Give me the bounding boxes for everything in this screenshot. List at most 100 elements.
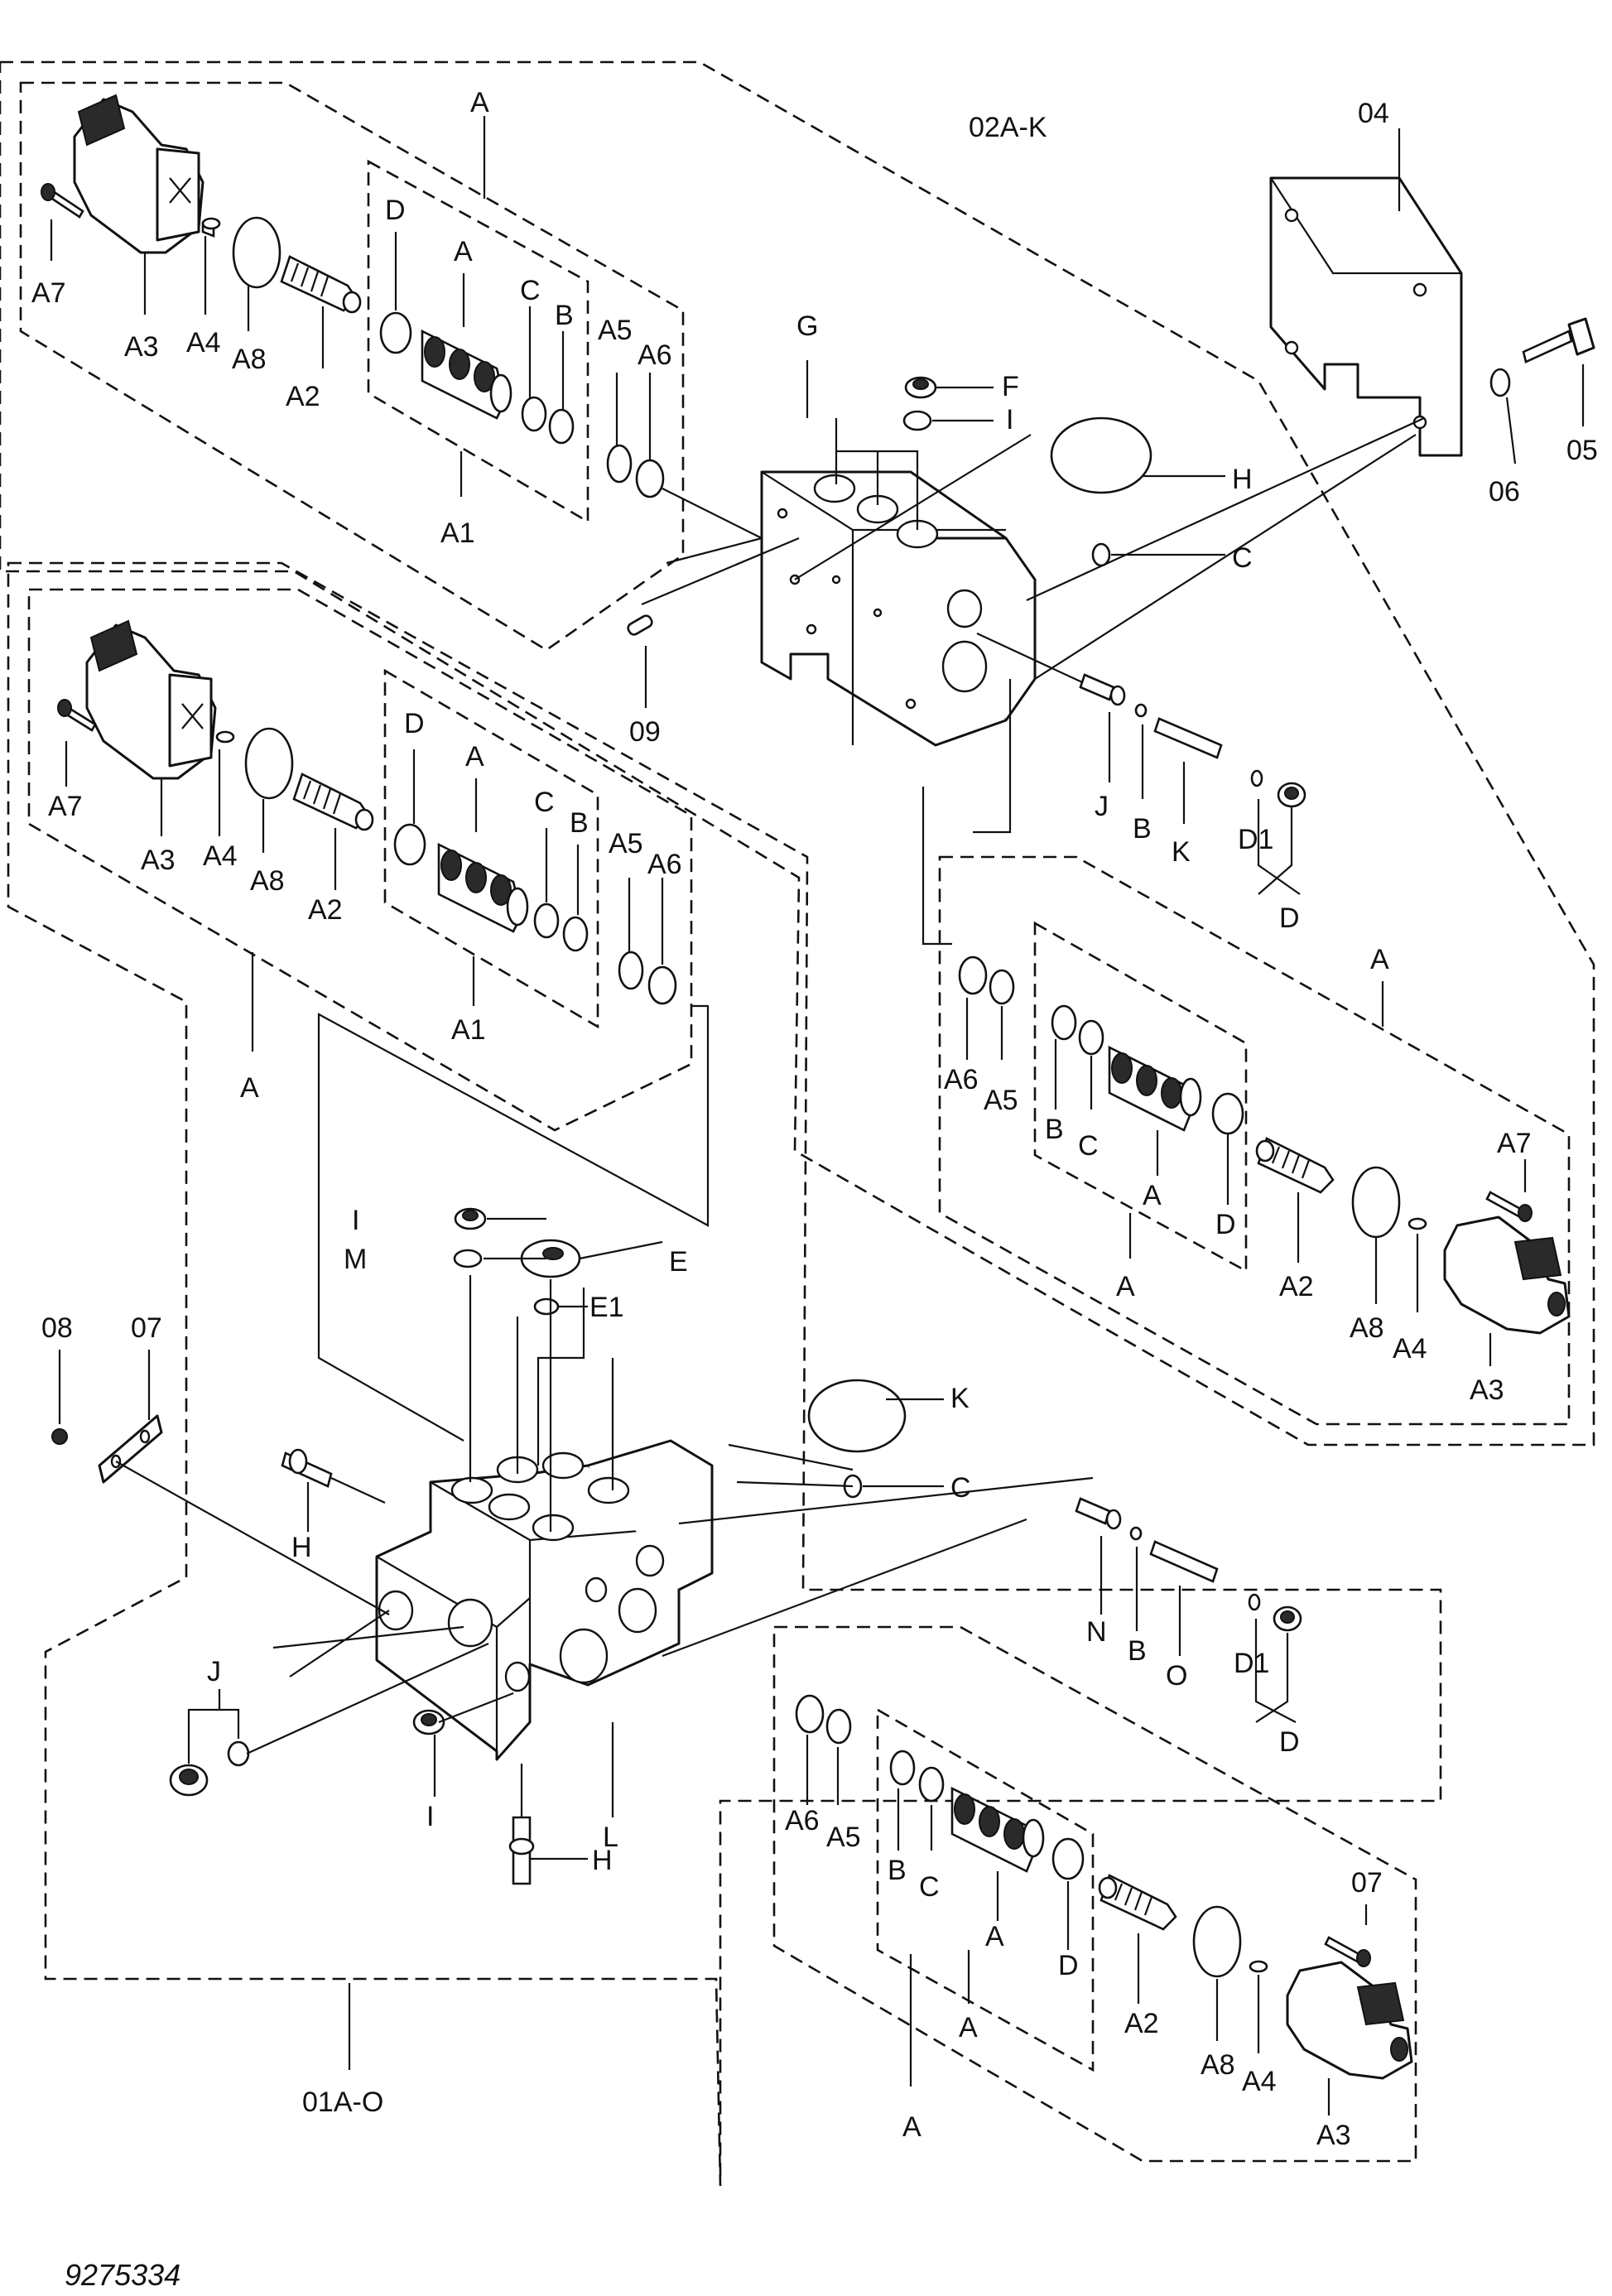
label-d-bottom-r: D [1058, 1950, 1079, 1981]
washer-part-a5-mid-left [618, 951, 644, 990]
label-d1-bottom: D1 [1234, 1648, 1269, 1679]
label-c-right: C [1078, 1130, 1099, 1162]
spool-part-a2-right [1255, 1137, 1335, 1194]
label-c-top: C [1232, 542, 1253, 574]
drawing-number: 9275334 [65, 2258, 180, 2292]
label-l: L [603, 1822, 618, 1853]
oring-part-a8-bottom [1192, 1905, 1242, 1978]
label-h-left: H [291, 1532, 312, 1563]
oring-part-e1 [533, 1297, 560, 1316]
oring-part-a8-mid-left [244, 727, 294, 800]
label-a-top-left-outer: A [470, 87, 489, 118]
oring-part-d1-top [1250, 769, 1263, 787]
washer-part-a6-right [958, 955, 988, 995]
sleeve-part-a-top-left [421, 329, 512, 420]
label-a5-right: A5 [984, 1085, 1018, 1116]
label-d-top: D [1279, 903, 1300, 934]
solenoid-assembly-top-left [41, 94, 215, 254]
solenoid-assembly-mid-left [57, 619, 217, 780]
label-b-bottom-r: B [888, 1855, 907, 1886]
label-a1-top-left: A1 [440, 517, 475, 549]
subassembly-box-a1-bottom [876, 1707, 1095, 2072]
fitting-part-h-left [281, 1448, 333, 1488]
label-c-bottom: C [950, 1472, 971, 1504]
washer-part-a5-bottom [825, 1708, 852, 1745]
shaft-part-k-top [1153, 717, 1223, 759]
label-a4-top-left: A4 [186, 327, 221, 359]
label-b-top: B [1133, 813, 1152, 845]
screw-part-08 [51, 1428, 68, 1445]
label-b-right: B [1045, 1114, 1064, 1145]
label-a7-mid-left: A7 [48, 791, 83, 822]
label-a7-right: A7 [1497, 1128, 1532, 1159]
oring-part-d-top-left [379, 311, 412, 354]
label-01a-o: 01A-O [302, 2087, 383, 2118]
cover-plate-part-04 [1269, 176, 1463, 457]
label-e1: E1 [589, 1292, 624, 1323]
washer-part-a5-top-left [606, 444, 633, 484]
label-a1-mid-left: A1 [451, 1014, 486, 1046]
label-a4-right: A4 [1393, 1333, 1427, 1365]
plug-part-d-top [1277, 782, 1306, 808]
label-a-mid-left-inner: A [465, 741, 484, 773]
seal-part-m [453, 1249, 483, 1268]
label-a4-bottom: A4 [1242, 2066, 1277, 2097]
washer-part-a5-right [989, 969, 1015, 1005]
label-part-07: 07 [131, 1312, 162, 1344]
spring-part-a4-bottom [1249, 1960, 1268, 1973]
oring-part-c-top [1091, 542, 1111, 567]
label-a-bottom-inner: A [985, 1921, 1004, 1952]
oring-part-d-mid-left [393, 823, 426, 866]
spool-part-a2-bottom [1098, 1874, 1177, 1931]
label-a2-right: A2 [1279, 1271, 1314, 1302]
washer-part-a6-mid-left [647, 965, 677, 1005]
label-a3-right: A3 [1470, 1374, 1504, 1406]
subassembly-box-a-top-left [19, 81, 685, 652]
label-a7-top-left: A7 [31, 277, 66, 309]
valve-block-01a-o [375, 1439, 714, 1761]
valve-block-02a-k [760, 470, 1037, 747]
label-h-top: H [1232, 464, 1253, 495]
plug-part-i-bottom [412, 1709, 445, 1735]
subassembly-box-a-right [938, 855, 1571, 1426]
label-a-right-outer: A [1370, 944, 1389, 975]
plate-part-07 [98, 1414, 163, 1484]
oring-part-c-top-left [521, 396, 547, 432]
label-a6-mid-left: A6 [647, 849, 682, 880]
label-a8-mid-left: A8 [250, 865, 285, 897]
shaft-part-o [1149, 1540, 1219, 1583]
label-a8-right: A8 [1350, 1312, 1384, 1344]
label-d-top-left: D [385, 195, 406, 226]
label-d-right: D [1215, 1209, 1236, 1240]
oring-part-b-bottom [889, 1750, 916, 1786]
label-a1-right: A [1116, 1271, 1135, 1302]
label-c-bottom-r: C [919, 1871, 940, 1903]
label-c-mid-left: C [534, 787, 555, 818]
oring-part-d1-bottom [1248, 1593, 1261, 1611]
label-d1-top: D1 [1238, 824, 1273, 855]
label-d-bottom: D [1279, 1726, 1300, 1758]
connector-part-j-top [1079, 673, 1126, 706]
label-a3-top-left: A3 [124, 331, 159, 363]
oring-part-c-mid-left [533, 903, 560, 939]
label-a-right-inner: A [1143, 1180, 1162, 1211]
oring-part-c-bottom-r [918, 1766, 945, 1803]
label-k-top: K [1172, 836, 1191, 868]
label-a5-bottom: A5 [826, 1822, 861, 1853]
label-a-mid-left-outer: A [240, 1072, 259, 1104]
ball-part-b-top [1134, 703, 1148, 718]
label-part-07-bottom-right: 07 [1351, 1867, 1383, 1899]
label-a3-mid-left: A3 [141, 845, 176, 876]
label-part-06: 06 [1489, 476, 1520, 508]
bolt-part-05 [1522, 317, 1595, 363]
connector-part-n [1075, 1497, 1122, 1530]
oring-part-a8-right [1351, 1166, 1401, 1239]
label-j-top: J [1095, 791, 1109, 822]
label-a5-mid-left: A5 [609, 828, 643, 859]
label-a5-top-left: A5 [598, 315, 633, 346]
spring-part-a4-top-left [201, 217, 221, 230]
label-c-top-left: C [520, 275, 541, 306]
solenoid-assembly-bottom [1286, 1936, 1413, 2080]
label-part-04: 04 [1358, 98, 1389, 129]
